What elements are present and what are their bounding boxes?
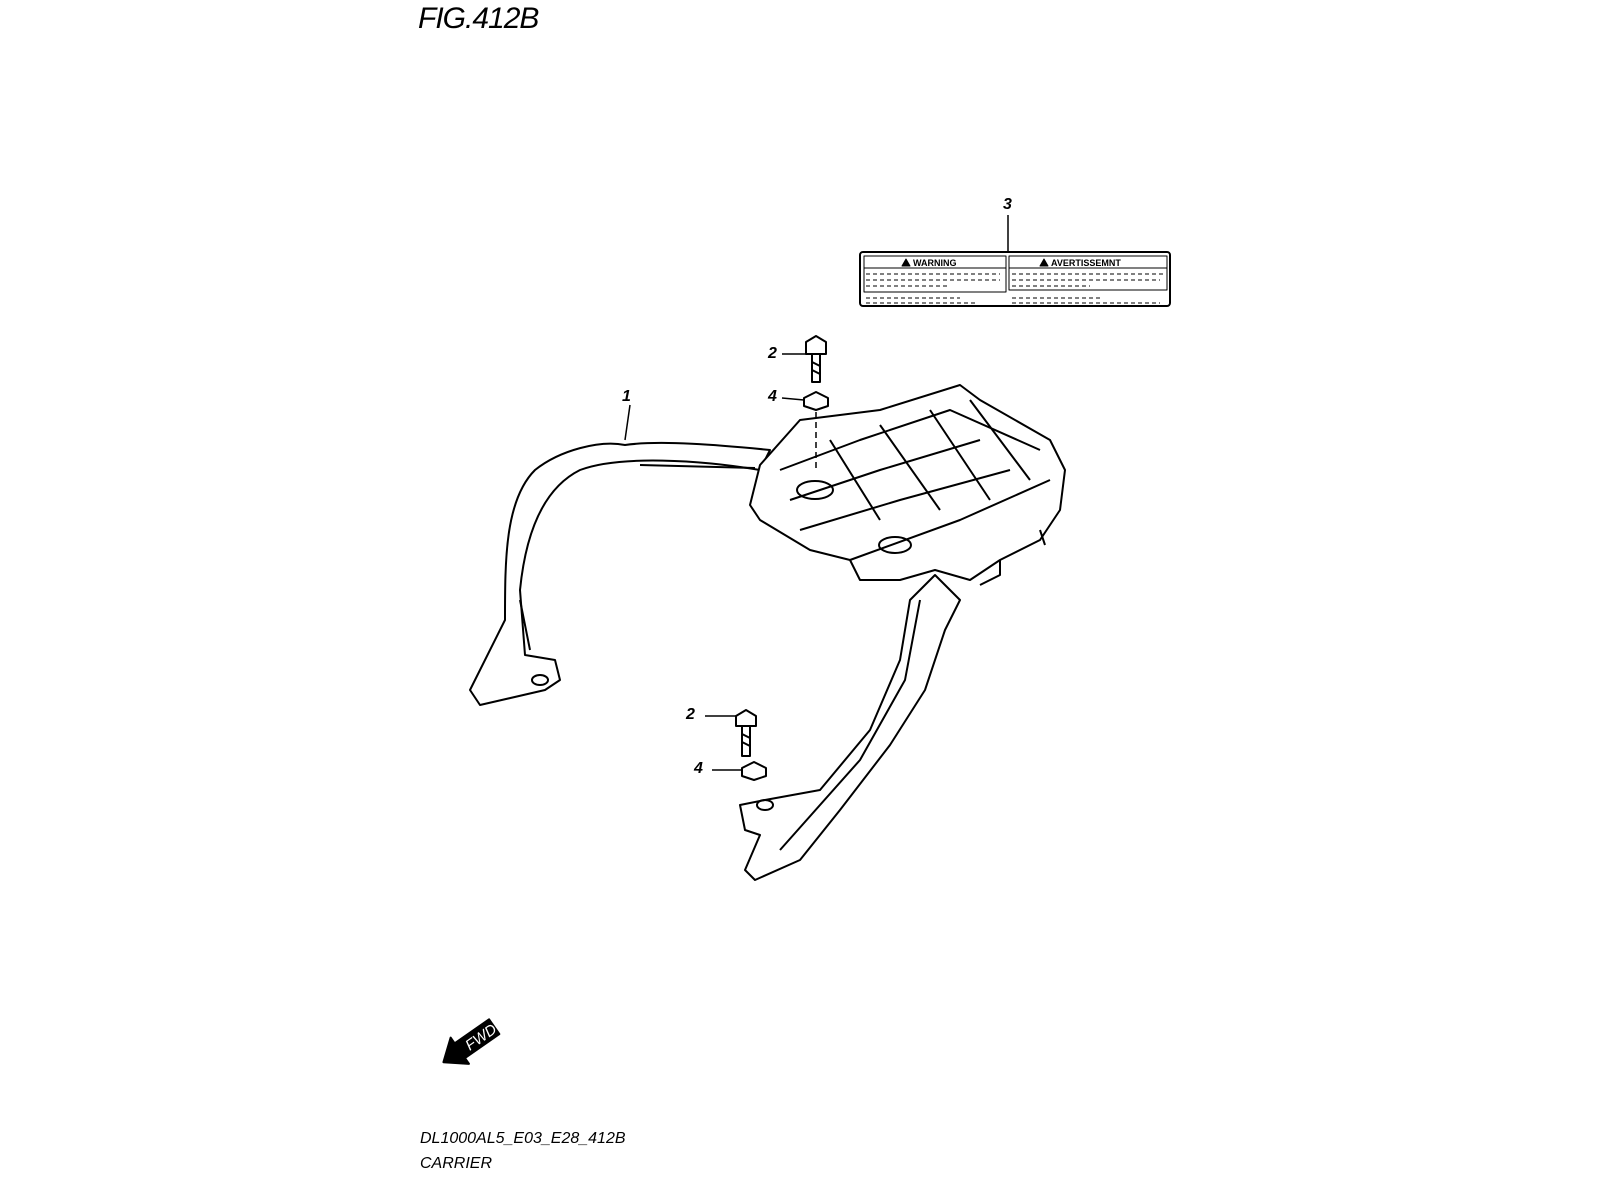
warning-triangle-icon	[901, 258, 911, 267]
callout-carrier: 1	[622, 388, 631, 405]
callout-washer-bottom: 4	[694, 760, 703, 777]
figure-title: FIG.412B	[418, 2, 539, 35]
callout-label: 3	[1003, 196, 1012, 213]
callout-washer-top: 4	[768, 388, 777, 405]
leader-lines	[624, 215, 1009, 771]
model-code: DL1000AL5_E03_E28_412B	[420, 1130, 626, 1147]
warning-triangle-icon	[1039, 258, 1049, 267]
callout-bolt-top: 2	[768, 345, 777, 362]
assembly-name: CARRIER	[420, 1155, 493, 1172]
fwd-arrow-icon: FWD	[442, 1018, 501, 1065]
callout-bolt-bottom: 2	[686, 706, 695, 723]
washer-bottom[interactable]	[741, 761, 767, 781]
bolt-top[interactable]	[805, 335, 827, 383]
warning-heading: WARNING	[913, 258, 957, 268]
washer-top[interactable]	[803, 391, 829, 411]
carrier-part[interactable]	[469, 384, 1066, 881]
avertissement-heading: AVERTISSEMNT	[1051, 258, 1121, 268]
bolt-bottom[interactable]	[735, 709, 757, 757]
warning-label[interactable]: WARNING AVERTISSEMNT	[859, 251, 1171, 307]
